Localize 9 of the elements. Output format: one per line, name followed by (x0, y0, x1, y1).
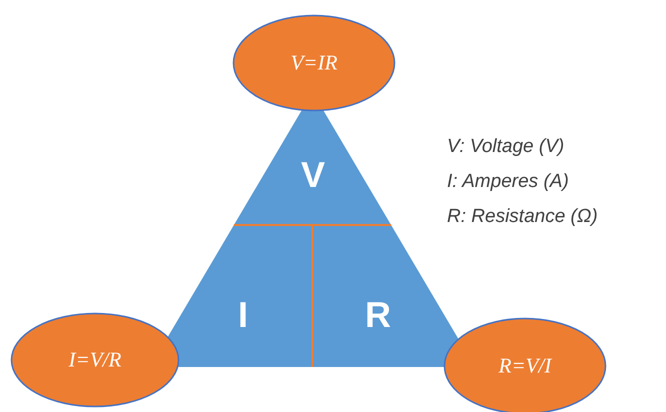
formula-text: R=V/I (498, 354, 554, 378)
variable-letter: R (365, 297, 391, 333)
variable-letter: V (301, 157, 325, 193)
legend-text: V: Voltage (V) (447, 136, 564, 158)
formula-text: V=IR (290, 50, 338, 76)
variable-letter: I (238, 297, 248, 333)
legend-text: I: Amperes (A) (447, 171, 569, 193)
formula-text: I=V/R (68, 348, 122, 372)
legend-text: R: Resistance (Ω) (447, 206, 598, 228)
